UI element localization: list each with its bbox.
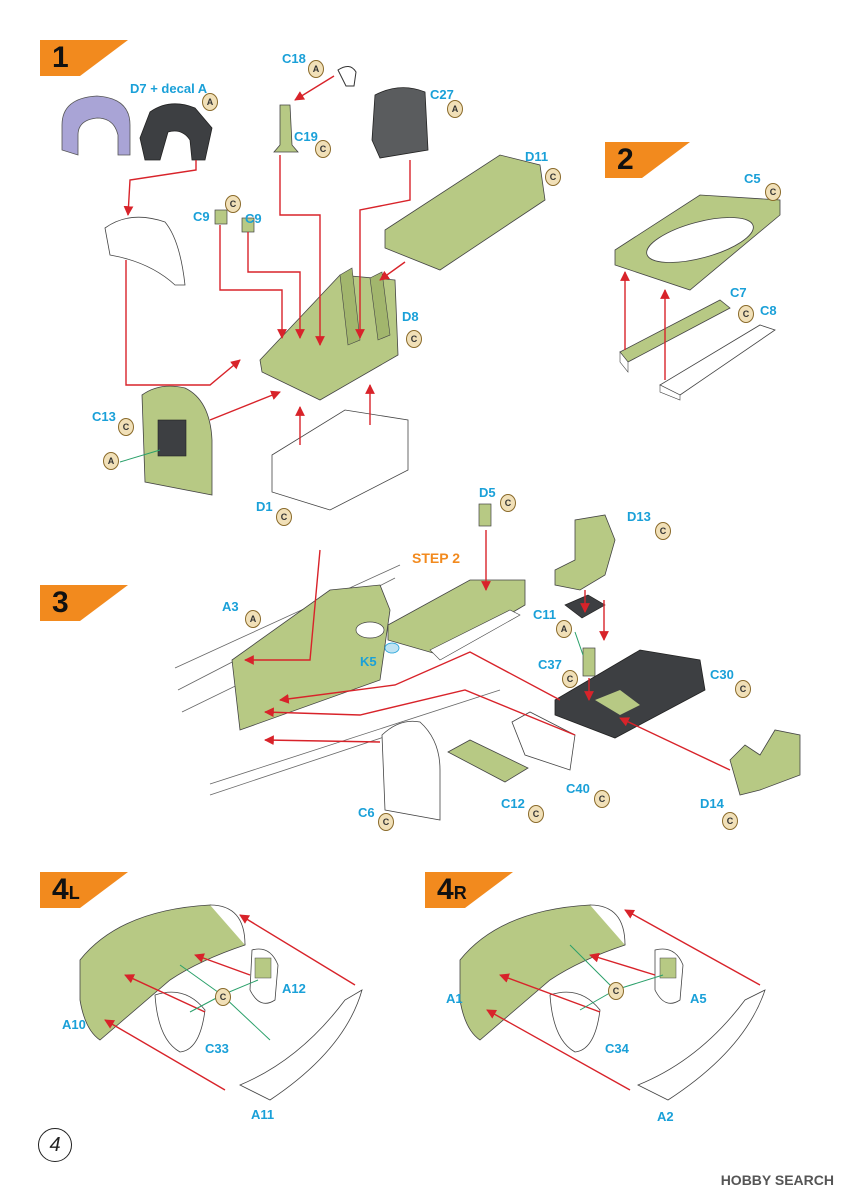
badge-c: C (528, 805, 544, 823)
wheel-well-4r (459, 904, 626, 1041)
badge-c: C (378, 813, 394, 831)
label-c37: C37 (538, 657, 562, 672)
badge-c: C (225, 195, 241, 213)
step-1-number: 1 (52, 41, 69, 74)
badge-c: C (315, 140, 331, 158)
step-4l-number: 4L (52, 873, 80, 906)
badge-c: C (215, 988, 231, 1006)
badge-c: C (500, 494, 516, 512)
gunsight-c18 (337, 66, 357, 87)
control-stick-c19 (273, 104, 299, 153)
badge-a: A (556, 620, 572, 638)
label-d8: D8 (402, 309, 419, 324)
label-c9-right: C9 (245, 211, 262, 226)
label-c7: C7 (730, 285, 747, 300)
part-c6 (381, 720, 441, 821)
label-c33: C33 (205, 1041, 229, 1056)
label-c27: C27 (430, 87, 454, 102)
badge-c: C (594, 790, 610, 808)
badge-c: C (545, 168, 561, 186)
label-d11: D11 (525, 149, 549, 164)
label-d14: D14 (700, 796, 724, 811)
label-a12: A12 (282, 981, 306, 996)
label-d5: D5 (479, 485, 496, 500)
label-c19: C19 (294, 129, 318, 144)
label-c12: C12 (501, 796, 525, 811)
label-c11: C11 (533, 607, 557, 622)
step-3-flag (40, 585, 128, 621)
part-d14 (729, 729, 801, 796)
step-4r-flag (425, 872, 513, 908)
label-c30: C30 (710, 667, 734, 682)
label-a11: A11 (251, 1107, 275, 1122)
label-c8: C8 (760, 303, 777, 318)
badge-a: A (103, 452, 119, 470)
part-c12 (447, 739, 529, 783)
door-c33 (154, 991, 206, 1053)
seat-c27 (371, 87, 429, 159)
part-d5 (478, 503, 492, 527)
label-c34: C34 (605, 1041, 629, 1056)
pedal-c9-left (214, 209, 228, 225)
label-c9-left: C9 (193, 209, 210, 224)
label-c40: C40 (566, 781, 590, 796)
step-1-flag (40, 40, 128, 76)
label-a2: A2 (657, 1109, 674, 1124)
door-c34 (549, 991, 601, 1053)
part-c37 (582, 647, 596, 677)
badge-c: C (655, 522, 671, 540)
step-2-flag (605, 142, 690, 178)
step-2-reference: STEP 2 (412, 550, 460, 566)
badge-c: C (738, 305, 754, 323)
label-c13: C13 (92, 409, 116, 424)
badge-a: A (308, 60, 324, 78)
label-a3: A3 (222, 599, 239, 614)
step2-assembly (387, 579, 526, 656)
badge-a: A (202, 93, 218, 111)
badge-a: A (447, 100, 463, 118)
badge-c: C (735, 680, 751, 698)
step-3-number: 3 (52, 586, 69, 619)
label-c18: C18 (282, 51, 306, 66)
label-k5: K5 (360, 654, 377, 669)
badge-c: C (276, 508, 292, 526)
label-a1: A1 (446, 991, 463, 1006)
badge-a: A (245, 610, 261, 628)
badge-c: C (722, 812, 738, 830)
badge-c: C (118, 418, 134, 436)
step-2-number: 2 (617, 143, 634, 176)
instrument-panel-decal (61, 95, 131, 156)
label-a5: A5 (690, 991, 707, 1006)
page-number: 4 (38, 1128, 72, 1162)
label-d13: D13 (627, 509, 651, 524)
instrument-panel-d7 (139, 103, 213, 161)
label-a10: A10 (62, 1017, 86, 1032)
badge-c: C (608, 982, 624, 1000)
k5-window (384, 642, 400, 654)
step-4r-number: 4R (437, 873, 467, 906)
badge-c: C (562, 670, 578, 688)
label-c5: C5 (744, 171, 761, 186)
watermark: HOBBY SEARCH (720, 1172, 834, 1188)
label-c6: C6 (358, 805, 375, 820)
part-d13 (554, 514, 616, 591)
box-d1 (271, 409, 409, 511)
part-c30 (554, 649, 706, 739)
panel-a11 (239, 989, 363, 1101)
part-c40 (511, 711, 576, 771)
badge-c: C (406, 330, 422, 348)
instrument-hood (104, 216, 186, 286)
panel-a2 (637, 989, 766, 1101)
badge-c: C (765, 183, 781, 201)
fuselage-side-a3 (231, 584, 391, 731)
label-d1: D1 (256, 499, 273, 514)
floor-d11 (384, 154, 546, 271)
label-d7: D7 + decal A (130, 81, 208, 96)
step-4l-flag (40, 872, 128, 908)
